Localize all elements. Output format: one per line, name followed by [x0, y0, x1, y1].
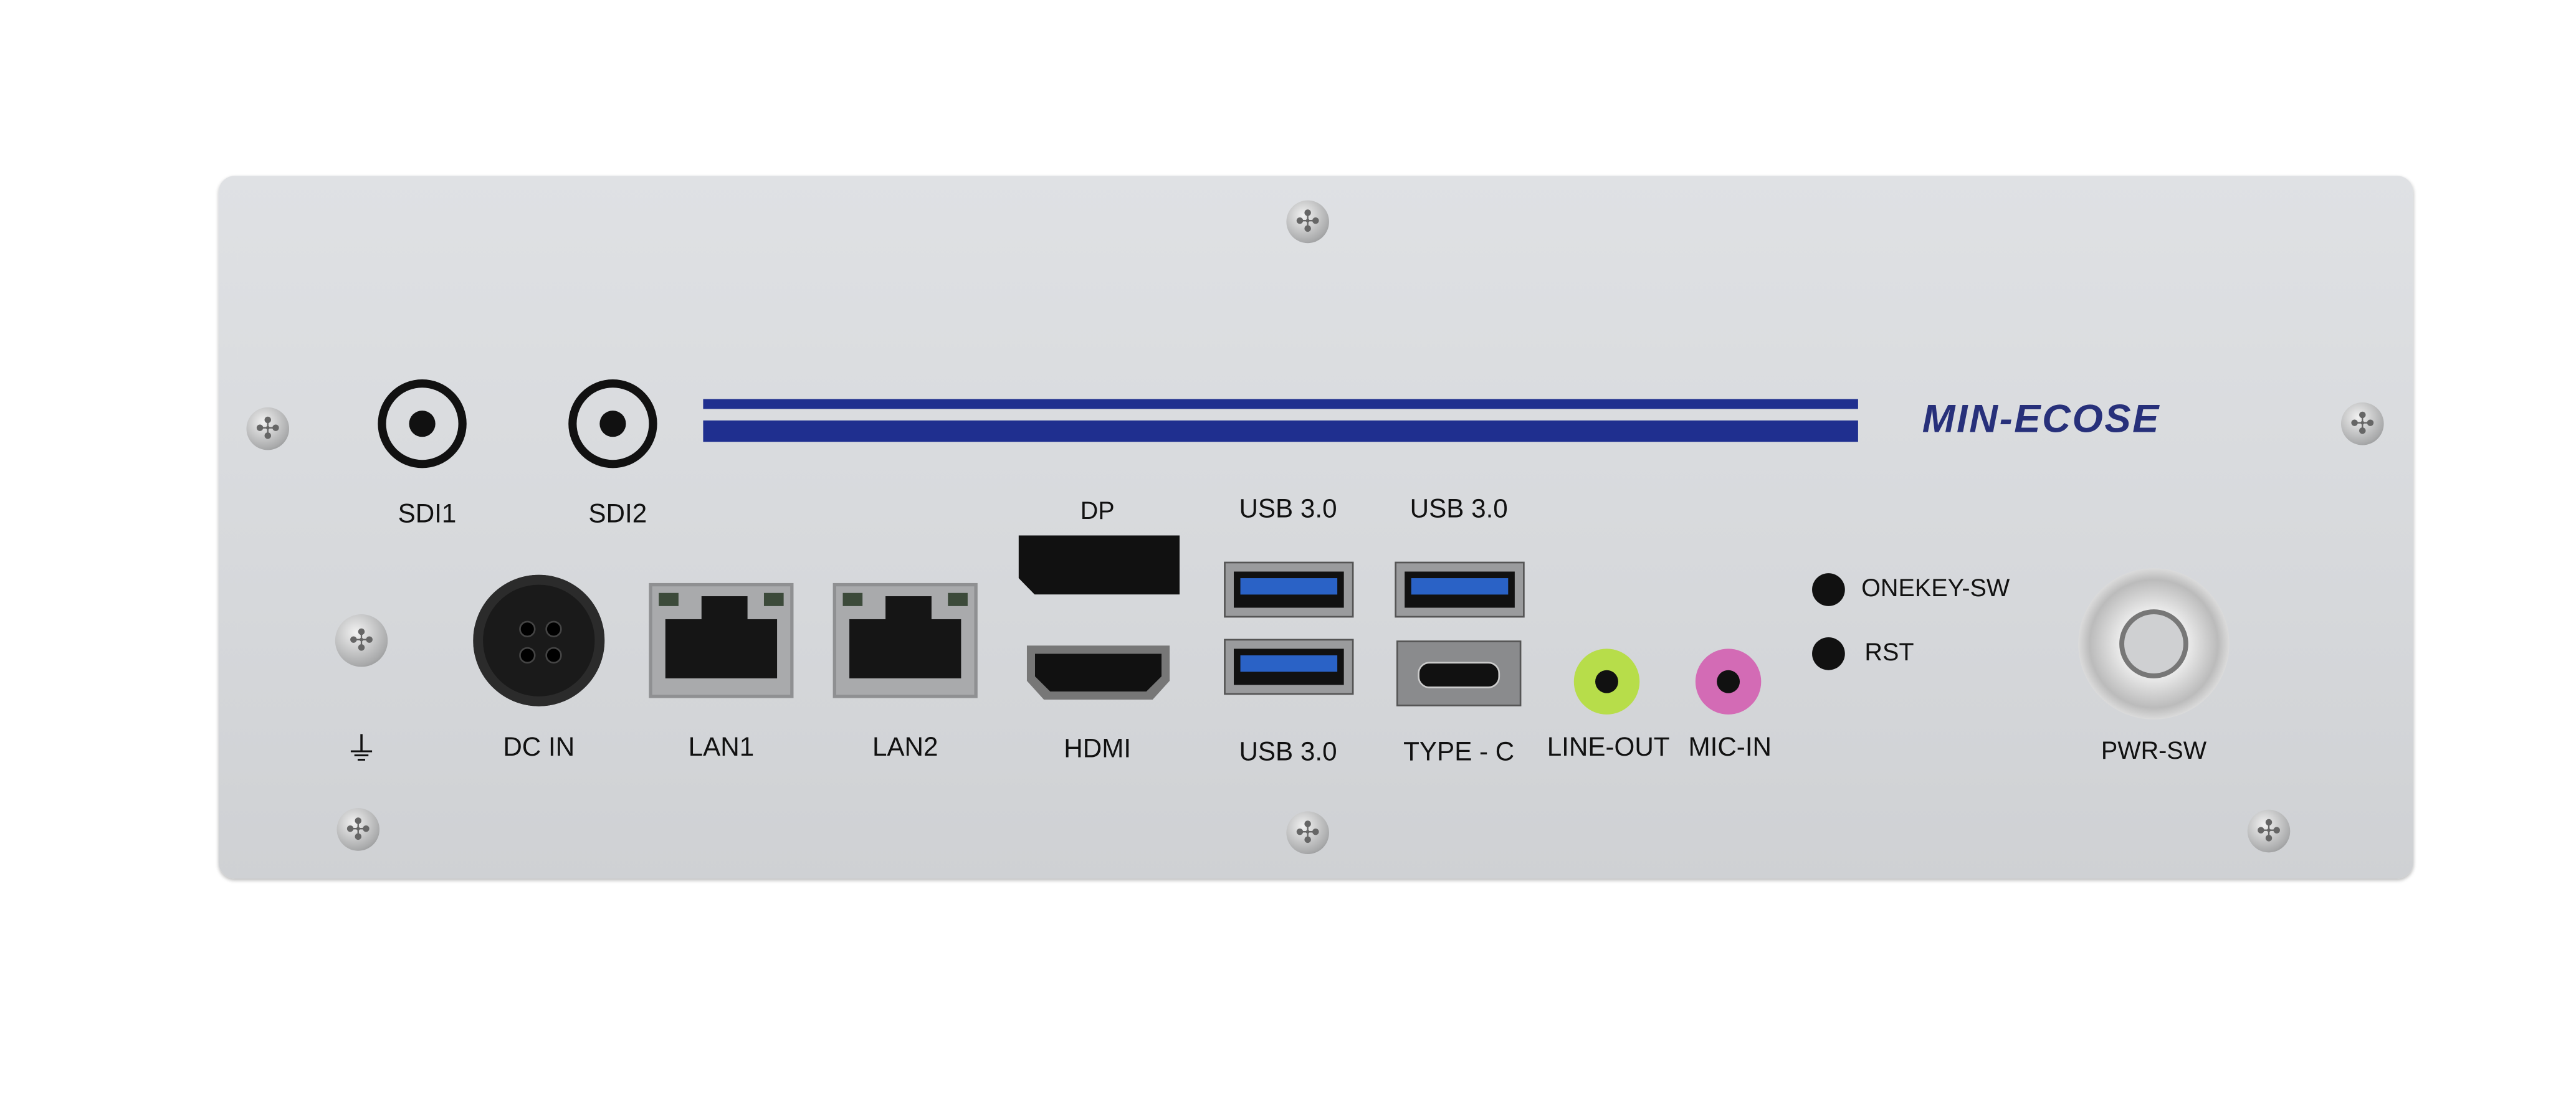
- dp-label: DP: [1080, 497, 1115, 526]
- pwr-sw-label: PWR-SW: [2101, 737, 2207, 766]
- sdi2-connector[interactable]: [568, 379, 657, 468]
- dc-in-label: DC IN: [503, 734, 575, 763]
- power-button[interactable]: [2078, 568, 2230, 720]
- dc-in-connector[interactable]: [473, 574, 605, 706]
- type-c-label: TYPE - C: [1403, 739, 1515, 767]
- screw-icon: ✣: [1286, 811, 1329, 854]
- usb-port[interactable]: [1395, 561, 1525, 618]
- screw-icon: ✣: [2247, 809, 2291, 853]
- power-ring-icon: [2119, 609, 2188, 678]
- displayport-port[interactable]: [1018, 535, 1180, 595]
- line-out-label: LINE-OUT: [1547, 734, 1670, 763]
- lan1-label: LAN1: [688, 734, 755, 763]
- screw-icon: ✣: [2341, 402, 2384, 445]
- stripe-thick: [703, 420, 1858, 442]
- hdmi-port[interactable]: [1026, 645, 1170, 700]
- reset-button[interactable]: [1812, 637, 1845, 670]
- usb-port[interactable]: [1224, 639, 1354, 695]
- brand-logo: MIN-ECOSE: [1922, 397, 2161, 442]
- usb-bottom-left-label: USB 3.0: [1239, 739, 1337, 767]
- screw-icon: ✣: [1286, 200, 1329, 244]
- line-out-jack[interactable]: [1573, 649, 1640, 715]
- stripe-thin: [703, 399, 1858, 409]
- mic-in-jack[interactable]: [1695, 649, 1762, 715]
- ground-icon: ⏚: [345, 732, 378, 769]
- sdi1-label: SDI1: [398, 501, 457, 529]
- lan1-port[interactable]: [649, 582, 794, 698]
- onekey-switch[interactable]: [1812, 573, 1845, 606]
- onekey-sw-label: ONEKEY-SW: [1861, 574, 2010, 603]
- rst-label: RST: [1864, 639, 1914, 667]
- usb-top-left-label: USB 3.0: [1239, 496, 1337, 525]
- hdmi-label: HDMI: [1064, 736, 1132, 764]
- ground-screw-icon: ✣: [335, 614, 388, 667]
- lan2-label: LAN2: [872, 734, 938, 763]
- type-c-port[interactable]: [1396, 640, 1522, 706]
- screw-icon: ✣: [336, 808, 380, 851]
- sdi2-label: SDI2: [588, 501, 647, 529]
- lan2-port[interactable]: [832, 582, 978, 698]
- sdi1-connector[interactable]: [378, 379, 467, 468]
- usb-top-right-label: USB 3.0: [1410, 496, 1508, 525]
- usb-port[interactable]: [1224, 561, 1354, 618]
- front-panel: [218, 176, 2414, 879]
- screw-icon: ✣: [246, 407, 290, 450]
- mic-in-label: MIC-IN: [1688, 734, 1772, 763]
